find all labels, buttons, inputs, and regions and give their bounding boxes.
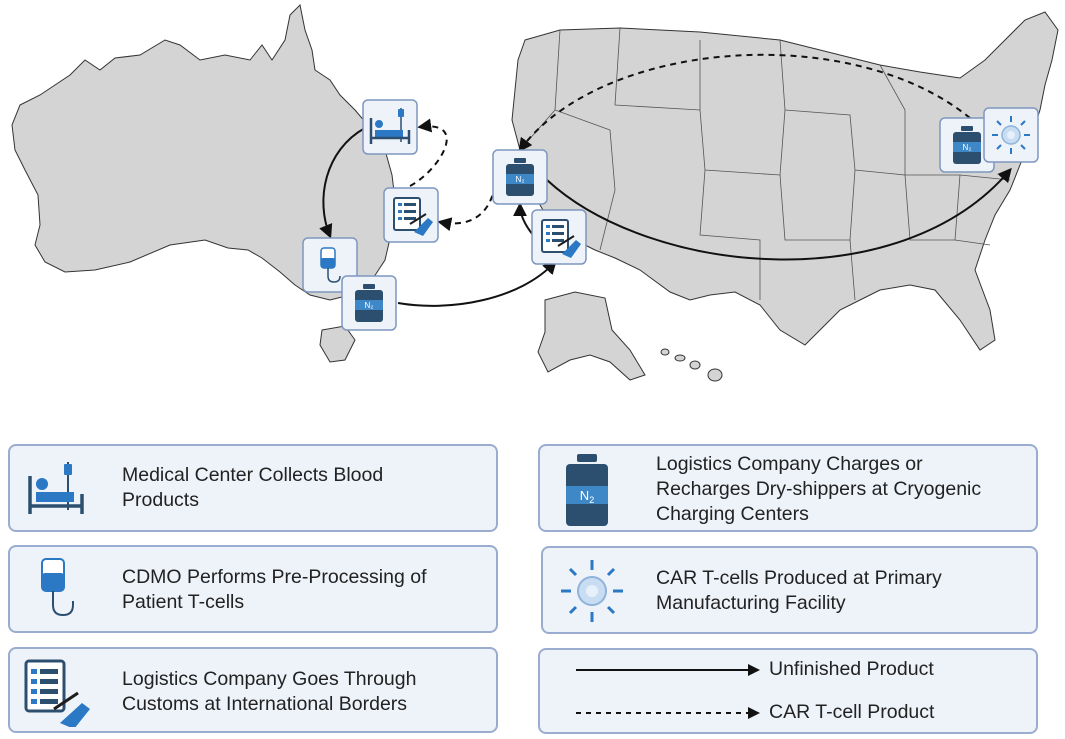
legend-medical-center: Medical Center Collects Blood Products [8,444,498,532]
australia-map [11,3,396,301]
unfinished-product-label: Unfinished Product [769,658,934,680]
legend-medical-center-label: Medical Center Collects Blood Products [122,464,384,511]
route-customs-to-tank-us [513,202,534,236]
legend-dry-shipper-label: Logistics Company Charges or Recharges D… [656,453,982,525]
t-cell-icon [561,560,623,622]
legend-cdmo-label: CDMO Performs Pre-Processing of Patient … [122,566,427,613]
legend-customs-label: Logistics Company Goes Through Customs a… [122,668,417,715]
hawaii-map [660,348,723,382]
n2-subscript: 2 [589,495,594,505]
route-tank-us-to-customs-au [437,184,496,232]
checklist-pen-icon [383,187,439,243]
car-t-product-label: CAR T-cell Product [769,701,935,723]
legend-dry-shipper: N2 Logistics Company Charges or Recharge… [538,444,1038,532]
route-bed-to-ivbag [319,127,366,239]
t-cell-icon [983,107,1039,163]
hospital-bed-icon [28,462,84,514]
alaska-map [537,291,646,381]
checklist-pen-icon [24,659,90,727]
dashed-line-sample [576,707,760,719]
hospital-bed-icon [361,98,419,156]
route-customs-au-to-bed [409,118,448,187]
legend-line-key: Unfinished Product CAR T-cell Product [538,648,1038,734]
legend-customs: Logistics Company Goes Through Customs a… [8,647,498,733]
route-manufacturing-to-tank-us [518,53,971,153]
checklist-pen-icon [531,209,587,265]
tasmania-map [319,325,356,363]
legend-car-t: CAR T-cells Produced at Primary Manufact… [541,546,1038,634]
route-map: N₂ [11,3,1059,382]
solid-line-sample [576,664,760,676]
route-tank-to-customs-us [397,259,557,307]
n2-label: N [580,488,589,503]
svg-text:N2: N2 [580,488,594,505]
legend-cdmo: CDMO Performs Pre-Processing of Patient … [8,545,498,633]
nitrogen-tank-icon: N2 [566,454,608,526]
nitrogen-tank-icon [492,149,548,205]
nitrogen-tank-icon [341,275,397,331]
legend-car-t-label: CAR T-cells Produced at Primary Manufact… [656,567,942,614]
iv-bag-icon [41,558,74,617]
route-tank-us-to-manufacturing [546,167,1012,261]
